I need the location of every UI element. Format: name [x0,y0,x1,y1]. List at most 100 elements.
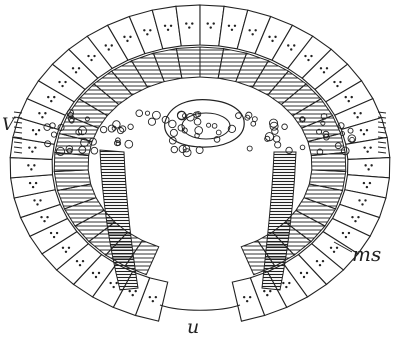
cell-nucleus-dot [266,294,268,296]
cell-nucleus-dot [32,186,34,188]
cell-nucleus-dot [64,81,66,83]
cell-nucleus-dot [322,260,324,262]
cell-nucleus-dot [330,247,332,249]
cell-nucleus-dot [98,272,100,274]
cell-nucleus-dot [323,71,325,73]
cell-nucleus-dot [359,112,361,114]
label-ms: ms [352,244,381,264]
cell-nucleus-dot [62,247,64,249]
cell-nucleus-dot [345,236,347,238]
cell-nucleus-dot [269,290,271,292]
cell-nucleus-dot [76,260,78,262]
cell-nucleus-dot [61,85,63,87]
cell-nucleus-dot [68,247,70,249]
cell-nucleus-dot [123,36,125,38]
cell-nucleus-dot [111,44,113,46]
cell-nucleus-dot [129,290,131,292]
cell-nucleus-dot [249,296,251,298]
cell-nucleus-dot [33,164,35,166]
cell-nucleus-dot [82,260,84,262]
cell-nucleus-dot [263,290,265,292]
label-v: V [2,117,14,134]
cell-nucleus-dot [351,96,353,98]
granule [91,147,98,154]
granule [100,126,106,132]
granule [152,111,160,119]
cell-nucleus-dot [47,96,49,98]
cell-nucleus-dot [231,29,233,31]
granule [113,121,120,128]
cell-nucleus-dot [152,300,154,302]
cell-nucleus-dot [188,26,190,28]
granule [272,128,278,134]
cell-nucleus-dot [170,25,172,27]
cell-nucleus-dot [143,29,145,31]
cell-nucleus-dot [112,286,114,288]
cell-nucleus-dot [72,67,74,69]
cell-nucleus-dot [326,67,328,69]
cell-nucleus-dot [366,129,368,131]
cell-nucleus-dot [285,286,287,288]
cell-nucleus-dot [41,116,43,118]
cell-nucleus-dot [271,40,273,42]
cell-nucleus-dot [34,146,36,148]
cell-nucleus-dot [27,164,29,166]
cell-nucleus-dot [53,236,55,238]
cell-nucleus-dot [287,44,289,46]
mesoderm-cell [311,152,345,171]
cell-nucleus-dot [353,112,355,114]
cell-nucleus-dot [306,272,308,274]
cell-nucleus-dot [44,112,46,114]
cell-nucleus-dot [149,296,151,298]
cell-nucleus-dot [126,40,128,42]
cell-nucleus-dot [366,186,368,188]
granule [171,146,178,153]
cell-nucleus-dot [129,36,131,38]
cell-nucleus-dot [364,199,366,201]
cell-nucleus-dot [78,67,80,69]
cell-nucleus-dot [79,264,81,266]
cell-nucleus-dot [251,33,253,35]
cell-nucleus-dot [207,22,209,24]
cell-nucleus-dot [40,216,42,218]
granule [128,124,133,129]
ectoderm-cell [10,158,52,178]
granule [125,140,133,148]
label-u: u [187,318,199,337]
granule [275,142,281,148]
cell-nucleus-dot [333,251,335,253]
granule [148,118,155,125]
cell-nucleus-dot [310,55,312,57]
cell-nucleus-dot [132,294,134,296]
cell-nucleus-dot [105,44,107,46]
cell-nucleus-dot [361,203,363,205]
cell-nucleus-dot [87,55,89,57]
cell-nucleus-dot [38,129,40,131]
cell-nucleus-dot [274,36,276,38]
inner-columns [100,150,296,290]
cell-nucleus-dot [146,33,148,35]
cell-nucleus-dot [356,116,358,118]
cell-nucleus-dot [108,48,110,50]
cell-nucleus-dot [93,55,95,57]
bottom-opening-line [160,305,240,310]
cell-nucleus-dot [363,146,365,148]
cell-nucleus-dot [36,203,38,205]
cell-nucleus-dot [363,182,365,184]
cell-nucleus-dot [32,129,34,131]
cell-nucleus-dot [43,220,45,222]
cell-nucleus-dot [342,232,344,234]
cell-nucleus-dot [149,29,151,31]
granule [247,146,252,151]
cell-nucleus-dot [135,290,137,292]
cell-nucleus-dot [316,260,318,262]
cell-nucleus-dot [254,29,256,31]
cell-nucleus-dot [307,59,309,61]
granule [145,111,149,115]
cell-nucleus-dot [268,36,270,38]
cell-nucleus-dot [367,168,369,170]
cell-nucleus-dot [30,168,32,170]
cell-nucleus-dot [29,182,31,184]
cell-nucleus-dot [248,29,250,31]
